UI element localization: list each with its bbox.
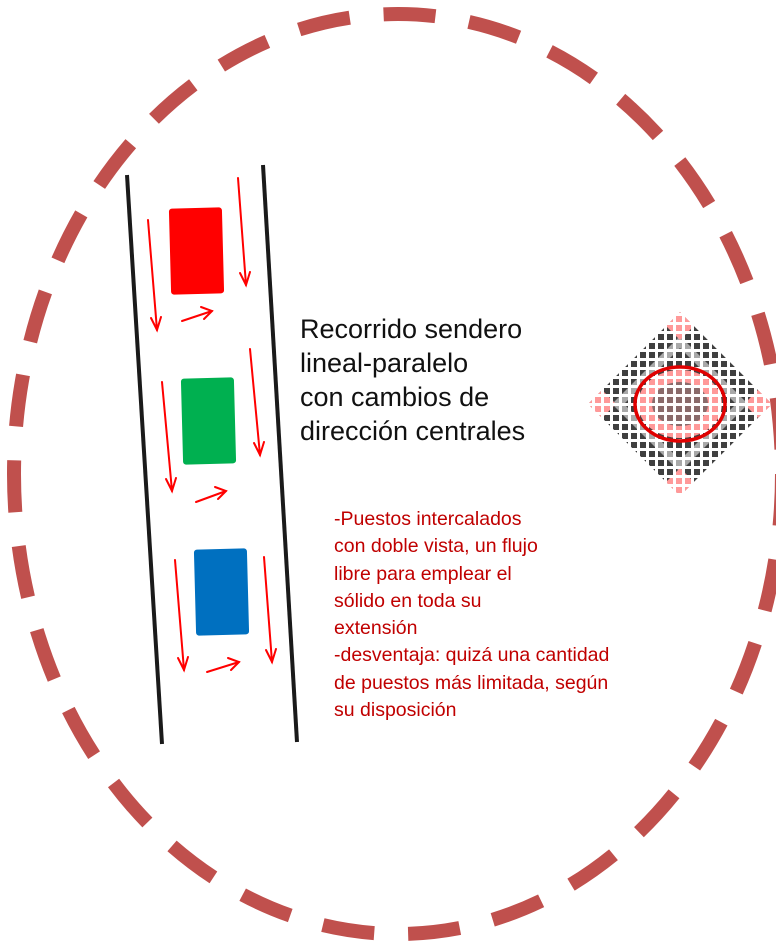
flow-arrows [147, 177, 277, 673]
notes-line-5: extensión [334, 617, 418, 640]
notes-line-2: con doble vista, un flujo [334, 535, 538, 558]
path-wall-right [261, 164, 299, 743]
path-wall-left [125, 174, 164, 745]
stall-blue [193, 548, 250, 636]
stall-green [180, 377, 237, 465]
title-line-4: dirección centrales [300, 416, 526, 446]
notes-text: -Puestos intercalados con doble vista, u… [334, 506, 774, 724]
title-line-3: con cambios de [300, 382, 490, 412]
title-line-2: lineal-paralelo [300, 348, 469, 378]
diagram-title: Recorrido sendero lineal-paralelo con ca… [300, 312, 600, 448]
geometric-fret-emblem-icon [588, 312, 772, 496]
notes-line-1: -Puestos intercalados [334, 508, 522, 530]
title-line-1: Recorrido sendero [300, 314, 523, 344]
notes-line-7: de puestos más limitada, según [334, 671, 609, 694]
dashed-boundary-circle [7, 7, 776, 941]
notes-line-8: su disposición [334, 699, 457, 722]
notes-line-4: sólido en toda su [334, 589, 482, 612]
stall-red [168, 207, 225, 295]
notes-line-6: -desventaja: quizá una cantidad [334, 644, 610, 667]
notes-line-3: libre para emplear el [334, 562, 512, 585]
